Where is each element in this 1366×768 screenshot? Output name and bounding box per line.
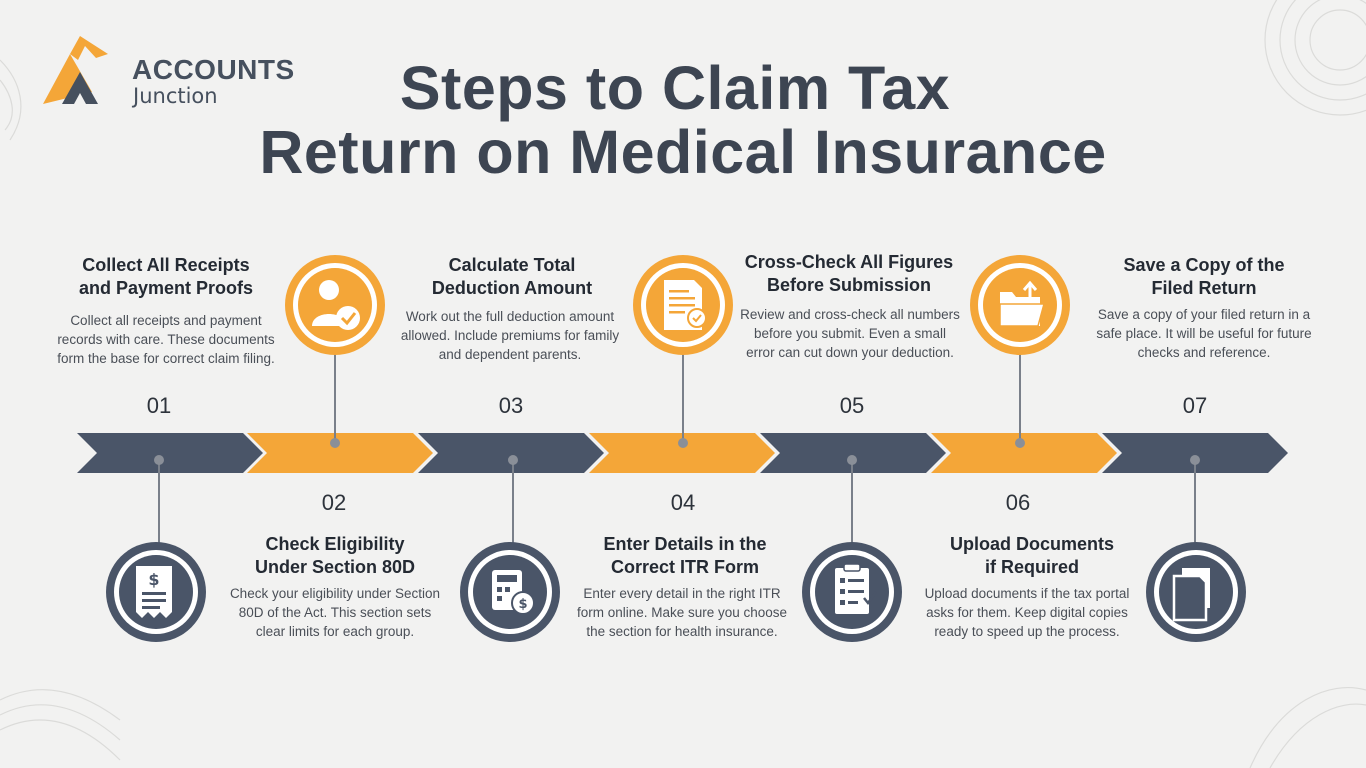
step-7-number: 07 xyxy=(1182,393,1208,418)
step-4-number: 04 xyxy=(670,490,696,515)
connector-dot-5 xyxy=(847,455,857,465)
connector-dot-2 xyxy=(330,438,340,448)
timeline-arrow-3 xyxy=(418,433,604,473)
step-4-title-line-1: Enter Details in the xyxy=(603,534,767,554)
step-1-title-line-1: Collect All Receipts xyxy=(82,255,250,275)
logo-mark-icon xyxy=(43,36,108,104)
timeline-arrow-4 xyxy=(589,433,775,473)
step-7-title-line-1: Save a Copy of the xyxy=(1123,255,1285,275)
svg-text:$: $ xyxy=(518,597,527,612)
step-4-title: Enter Details in the Correct ITR Form xyxy=(570,533,800,579)
step-7-description: Save a copy of your filed return in a sa… xyxy=(1096,307,1312,360)
timeline-arrows xyxy=(77,433,1288,473)
step-7-title-line-2: Filed Return xyxy=(1151,278,1257,298)
title-line-1: Steps to Claim Tax xyxy=(399,54,951,122)
step-1-description: Collect all receipts and payment records… xyxy=(57,313,275,366)
step-2-title-line-1: Check Eligibility xyxy=(265,534,405,554)
step-2-title-line-2: Under Section 80D xyxy=(254,557,416,577)
timeline-arrow-2 xyxy=(247,433,433,473)
user-check-icon xyxy=(285,255,385,355)
brand-logo: ACCOUNTS Junction xyxy=(40,36,300,108)
step-1-title: Collect All Receipts and Payment Proofs xyxy=(51,254,281,300)
svg-text:$: $ xyxy=(148,570,159,589)
step-2-description: Check your eligibility under Section 80D… xyxy=(229,586,441,639)
connector-dot-7 xyxy=(1190,455,1200,465)
step-2-number: 02 xyxy=(321,490,347,515)
step-3-description: Work out the full deduction amount allow… xyxy=(400,309,620,362)
step-4-title-line-2: Correct ITR Form xyxy=(610,557,760,577)
step-2-title: Check Eligibility Under Section 80D xyxy=(220,533,450,579)
connector-dot-3 xyxy=(508,455,518,465)
page-title: Steps to Claim Tax Return on Medical Ins… xyxy=(0,56,1366,184)
connector-dot-6 xyxy=(1015,438,1025,448)
step-3-title: Calculate Total Deduction Amount xyxy=(397,254,627,300)
step-5-title-line-2: Before Submission xyxy=(766,275,932,295)
step-6-title-line-1: Upload Documents xyxy=(949,534,1114,554)
timeline-arrow-5 xyxy=(760,433,946,473)
timeline-arrow-6 xyxy=(931,433,1117,473)
brand-name-secondary: Junction xyxy=(133,84,218,108)
step-6-number: 06 xyxy=(1005,490,1031,515)
step-5-number: 05 xyxy=(839,393,865,418)
step-5-description: Review and cross-check all numbers befor… xyxy=(740,307,960,360)
step-4-description: Enter every detail in the right ITR form… xyxy=(576,586,788,639)
brand-name-primary: ACCOUNTS xyxy=(132,54,295,85)
copy-files-icon xyxy=(1146,542,1246,642)
step-5-title: Cross-Check All Figures Before Submissio… xyxy=(734,251,964,297)
receipt-icon: $ xyxy=(106,542,206,642)
folder-upload-icon xyxy=(970,255,1070,355)
calculator-icon: $ xyxy=(460,542,560,642)
step-3-number: 03 xyxy=(498,393,524,418)
step-5-title-line-1: Cross-Check All Figures xyxy=(744,252,954,272)
step-6-description: Upload documents if the tax portal asks … xyxy=(924,586,1130,639)
step-1-number: 01 xyxy=(146,393,172,418)
document-check-icon xyxy=(633,255,733,355)
step-6-title-line-2: if Required xyxy=(984,557,1079,577)
step-3-title-line-2: Deduction Amount xyxy=(431,278,593,298)
step-1-title-line-2: and Payment Proofs xyxy=(78,278,254,298)
title-line-2: Return on Medical Insurance xyxy=(259,118,1107,186)
timeline-arrow-1 xyxy=(77,433,263,473)
checklist-icon xyxy=(802,542,902,642)
timeline-arrow-7 xyxy=(1102,433,1288,473)
connector-dot-4 xyxy=(678,438,688,448)
step-6-title: Upload Documents if Required xyxy=(917,533,1147,579)
connector-dot-1 xyxy=(154,455,164,465)
step-7-title: Save a Copy of the Filed Return xyxy=(1089,254,1319,300)
step-3-title-line-1: Calculate Total xyxy=(448,255,576,275)
